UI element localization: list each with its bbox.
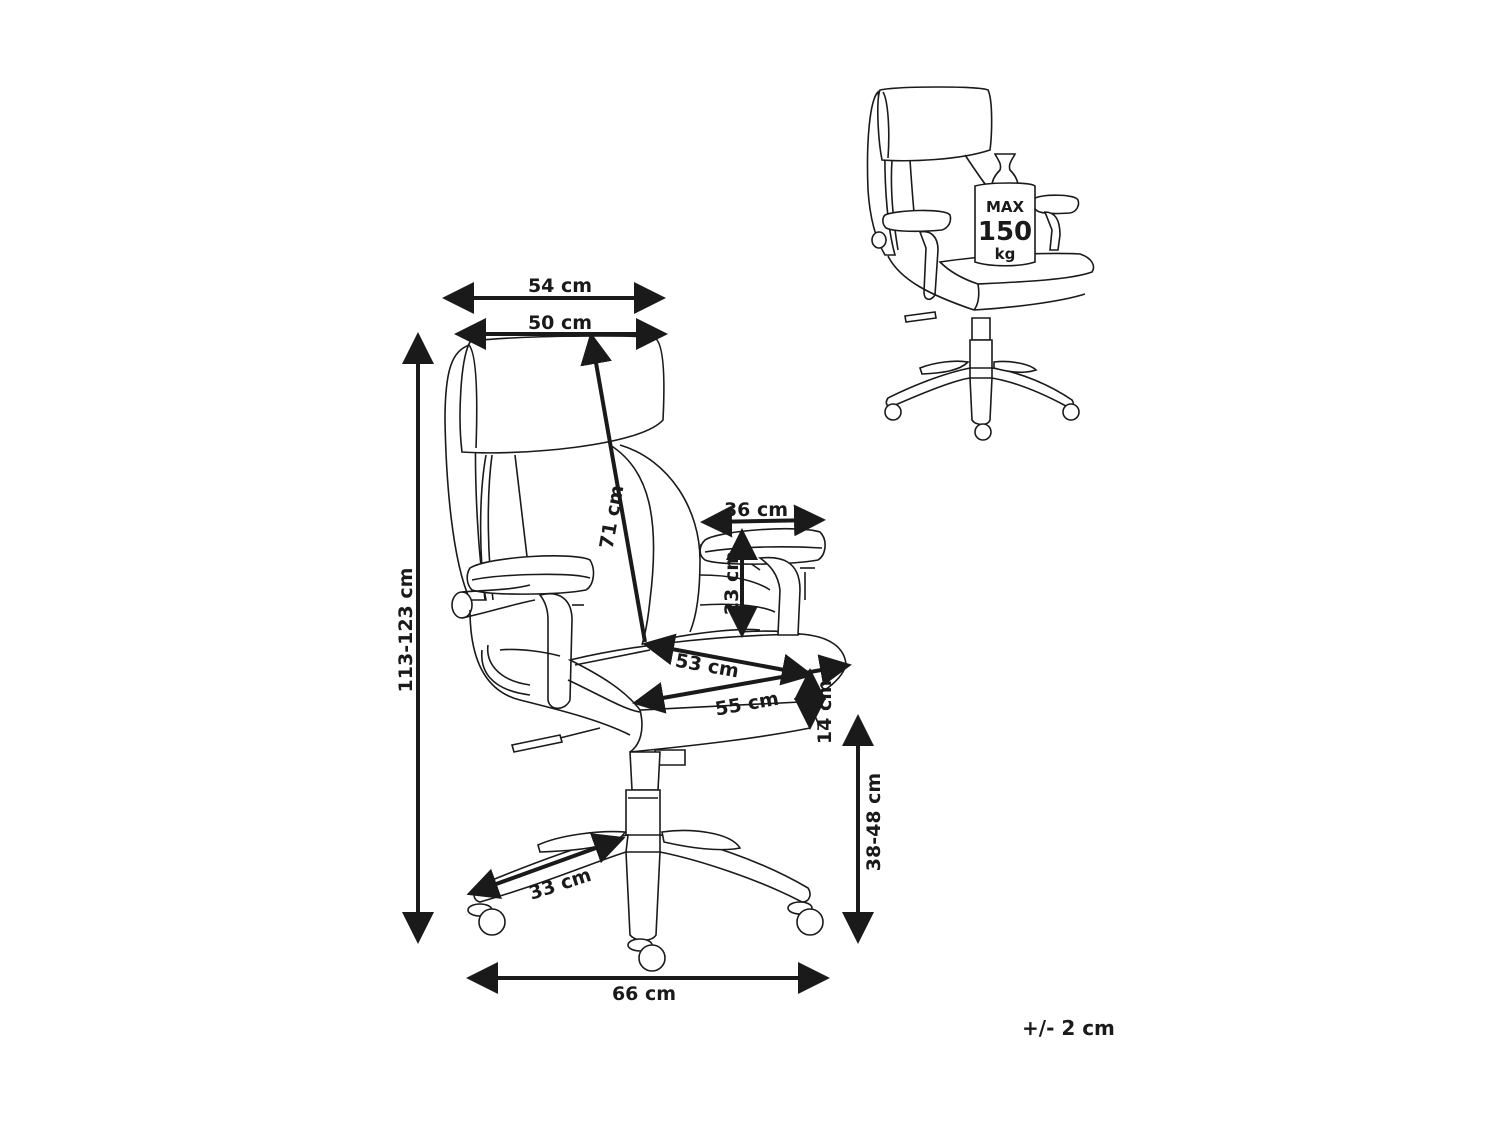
- label-overall-width: 54 cm: [528, 275, 592, 297]
- badge-max-label: MAX: [986, 198, 1025, 216]
- label-seat-thickness: 14 cm: [814, 680, 836, 744]
- max-weight-badge: MAX 150 kg: [974, 153, 1036, 267]
- label-headrest-width: 50 cm: [528, 312, 592, 334]
- main-chair-illustration: [444, 335, 847, 972]
- badge-weight-value: 150: [978, 217, 1032, 247]
- label-armrest-length: 36 cm: [724, 499, 788, 521]
- label-base-diameter: 66 cm: [612, 983, 676, 1005]
- dimension-lines: [402, 282, 874, 994]
- label-seat-height: 38-48 cm: [863, 773, 885, 871]
- label-total-height: 113-123 cm: [395, 568, 417, 693]
- load-capacity-illustration: MAX 150 kg: [866, 86, 1095, 441]
- label-armrest-height: 23 cm: [721, 551, 743, 615]
- badge-weight-unit: kg: [995, 245, 1016, 263]
- tolerance-note: +/- 2 cm: [1022, 1016, 1115, 1040]
